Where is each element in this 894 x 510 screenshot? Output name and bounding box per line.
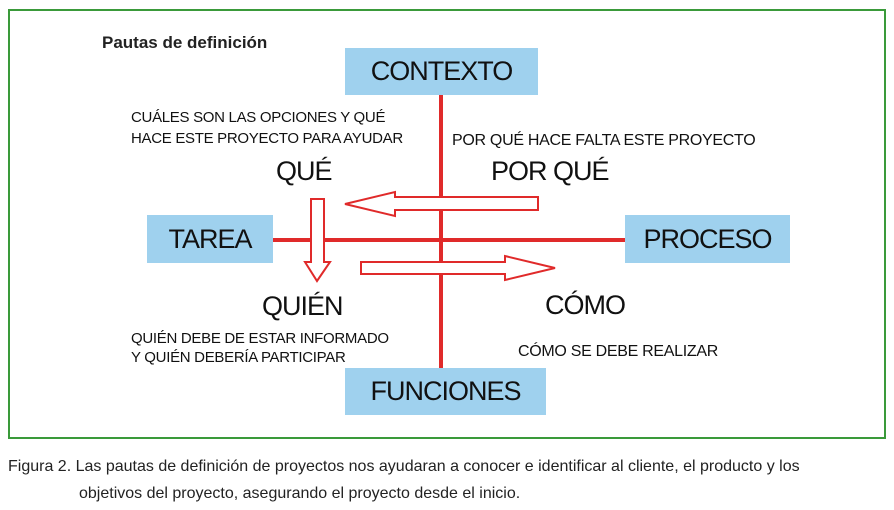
como-desc: CÓMO SE DEBE REALIZAR (518, 343, 718, 360)
arrow-left (344, 190, 539, 218)
porque-desc: POR QUÉ HACE FALTA ESTE PROYECTO (452, 132, 756, 149)
quien-desc-1: QUIÉN DEBE DE ESTAR INFORMADO (131, 330, 389, 347)
quien-label: QUIÉN (262, 291, 344, 321)
box-proceso: PROCESO (625, 215, 790, 263)
quien-desc-2: Y QUIÉN DEBERÍA PARTICIPAR (131, 349, 346, 366)
figure-frame (8, 9, 886, 439)
diagram-title: Pautas de definición (102, 33, 268, 52)
caption-line-1: Figura 2. Las pautas de definición de pr… (8, 458, 800, 475)
que-desc-2: HACE ESTE PROYECTO PARA AYUDAR (131, 130, 403, 147)
box-contexto: CONTEXTO (345, 48, 538, 95)
arrow-right (360, 254, 556, 282)
porque-label: POR QUÉ (491, 156, 610, 186)
figure-caption: Figura 2. Las pautas de definición de pr… (8, 453, 800, 507)
box-tarea: TAREA (147, 215, 273, 263)
que-desc-1: CUÁLES SON LAS OPCIONES Y QUÉ (131, 109, 386, 126)
que-label: QUÉ (276, 156, 333, 186)
arrow-down (303, 198, 332, 283)
box-funciones: FUNCIONES (345, 368, 546, 415)
como-label: CÓMO (545, 290, 626, 320)
caption-line-2: objetivos del proyecto, asegurando el pr… (79, 485, 521, 502)
